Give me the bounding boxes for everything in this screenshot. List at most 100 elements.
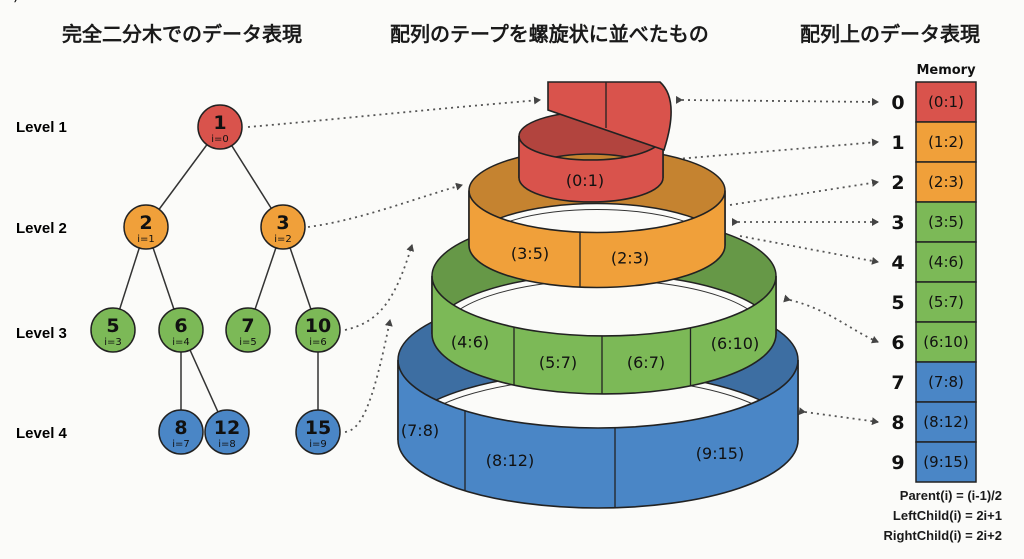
arrow-mem-2: [729, 178, 879, 206]
node-index: i=0: [211, 134, 229, 145]
tree-node: 15i=9: [295, 409, 341, 455]
memory-index: 3: [891, 212, 904, 234]
memory-cell-label: (7:8): [928, 373, 964, 391]
tree-node: 10i=6: [295, 307, 341, 353]
memory-row: (0:1) 0: [891, 81, 977, 123]
memory-index: 2: [891, 172, 904, 194]
tree-node: 5i=3: [90, 307, 136, 353]
tape-label: (1:2): [0, 0, 19, 4]
memory-cell: [915, 201, 977, 243]
memory-cell-label: (8:12): [923, 413, 968, 431]
memory-index: 9: [891, 452, 904, 474]
tape-label: (7:8): [401, 421, 439, 440]
node-circle: [204, 409, 250, 455]
tree-node: 3i=2: [260, 204, 306, 250]
tape-label: (6:7): [627, 353, 665, 372]
memory-cell-label: (4:6): [928, 253, 964, 271]
memory-row: (1:2) 1: [891, 121, 977, 163]
node-circle: [158, 307, 204, 353]
node-circle: [197, 104, 243, 150]
memory-row: (2:3)2: [891, 161, 977, 203]
node-index: i=1: [137, 234, 155, 245]
arrow-node1-tape: [247, 96, 541, 128]
node-circle: [158, 409, 204, 455]
node-index: i=5: [239, 337, 257, 348]
node-index: i=6: [309, 337, 327, 348]
spiral-tip: [547, 81, 672, 152]
tape-label: (8:12): [486, 451, 534, 470]
memory-row: (7:8) 7: [891, 361, 977, 403]
memory-row: (8:12) 8: [891, 401, 977, 443]
node-value: 10: [305, 315, 331, 337]
memory-index: 6: [891, 332, 904, 354]
arrow-node15-tape: [344, 319, 393, 433]
arrow-mem-0: [675, 95, 879, 106]
node-value: 1: [213, 112, 226, 134]
node-value: 8: [174, 417, 187, 439]
node-circle: [260, 204, 306, 250]
tape-label: (5:7): [539, 353, 577, 372]
memory-cell-label: (0:1): [928, 93, 964, 111]
ring-front: [518, 135, 664, 203]
formula-left-child: LeftChild(i) = 2i+1: [892, 508, 1002, 523]
level-label: Level 1: [16, 119, 67, 136]
tree-node: 1i=0: [197, 104, 243, 150]
level-label: Level 2: [16, 220, 67, 237]
memory-row: (5:7) 5: [891, 281, 977, 323]
node-circle: [225, 307, 271, 353]
memory-index: 7: [891, 372, 904, 394]
memory-cell: [915, 281, 977, 323]
node-value: 7: [241, 315, 254, 337]
ring-front: [468, 190, 726, 289]
node-circle: [90, 307, 136, 353]
node-index: i=2: [274, 234, 292, 245]
formula-parent: Parent(i) = (i-1)/2: [899, 488, 1002, 503]
tree-title: 完全二分木でのデータ表現: [62, 22, 302, 46]
memory-cell: [915, 441, 977, 483]
node-value: 3: [276, 212, 289, 234]
tree-node: 2i=1: [123, 204, 169, 250]
tape-label: (2:3): [611, 249, 649, 268]
memory-cell: [915, 81, 977, 123]
memory-row: (3:5) 3: [891, 201, 977, 243]
memory-cell: [915, 121, 977, 163]
memory-cell-label: (6:10): [923, 333, 968, 351]
node-value: 12: [214, 417, 240, 439]
node-index: i=4: [172, 337, 190, 348]
tree-node: 12i=8: [204, 409, 250, 455]
arrow-node10-tape: [344, 244, 415, 331]
tape-label: (4:6): [451, 333, 489, 352]
memory-index: 8: [891, 412, 904, 434]
array-title: 配列上のデータ表現: [800, 22, 980, 46]
node-value: 15: [305, 417, 331, 439]
tree-node: 7i=5: [225, 307, 271, 353]
node-circle: [295, 307, 341, 353]
tip-band: [547, 81, 672, 152]
memory-cell: [915, 361, 977, 403]
node-value: 5: [106, 315, 119, 337]
tree-node: 6i=4: [158, 307, 204, 353]
node-index: i=8: [218, 439, 236, 450]
tape-label: (3:5): [511, 244, 549, 263]
memory-index: 5: [891, 292, 904, 314]
memory-index: 0: [891, 92, 904, 114]
memory-index: 1: [891, 132, 904, 154]
spiral-title: 配列のテープを螺旋状に並べたもの: [390, 22, 709, 46]
memory-cell-label: (1:2): [928, 133, 964, 151]
tape-label: (0:1): [566, 171, 604, 190]
memory-cell-label: (5:7): [928, 293, 964, 311]
memory-cell-label: (3:5): [928, 213, 964, 231]
memory-header: Memory: [916, 63, 976, 78]
memory-cell-label: (9:15): [923, 453, 968, 471]
arrow-mem-6: [783, 294, 879, 344]
level-label: Level 4: [16, 425, 68, 442]
tree-node: 8i=7: [158, 409, 204, 455]
node-index: i=9: [309, 439, 327, 450]
node-index: i=3: [104, 337, 122, 348]
memory-cell: [915, 321, 977, 363]
tape-label: (6:10): [711, 334, 759, 353]
memory-row: (9:15) 9: [891, 441, 977, 483]
formula-right-child: RightChild(i) = 2i+2: [883, 528, 1002, 543]
memory-row: (4:6)4: [891, 241, 977, 283]
